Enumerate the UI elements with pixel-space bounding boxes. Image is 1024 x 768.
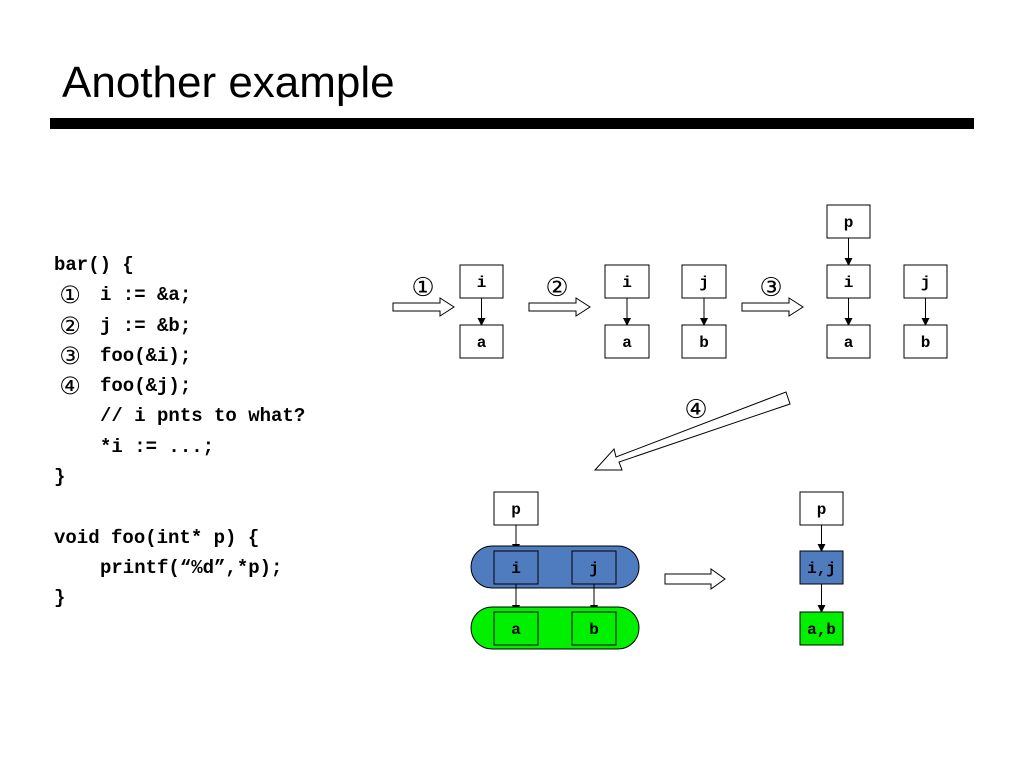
- node-label: p: [511, 501, 521, 519]
- code-text: bar() {: [54, 254, 134, 276]
- slide-title: Another example: [62, 58, 395, 107]
- node-label: a,b: [807, 621, 836, 639]
- code-line: ① i := &a;: [54, 280, 305, 310]
- node-label: b: [589, 621, 599, 639]
- node-label: i: [477, 274, 487, 292]
- node-i: [493, 550, 539, 585]
- node-a: [459, 324, 504, 359]
- code-text: i := &a;: [100, 284, 192, 307]
- node-j: [571, 550, 617, 585]
- node-label: i,j: [807, 560, 836, 578]
- title-rule: [50, 118, 974, 129]
- node-p: [826, 204, 871, 239]
- step-marker-4: ④: [684, 395, 707, 425]
- code-line: }: [54, 462, 305, 492]
- code-line: printf(“%d”,*p);: [54, 553, 305, 583]
- code-line: ② j := &b;: [54, 311, 305, 341]
- step-marker-3: ③: [759, 273, 782, 303]
- code-line: }: [54, 583, 305, 613]
- node-a: [826, 324, 871, 359]
- node-a-b-merged: [799, 611, 844, 646]
- step-marker-2: ②: [545, 273, 568, 303]
- transition-arrow-5: [664, 568, 726, 590]
- node-label: a: [477, 334, 487, 352]
- node-label: a: [622, 334, 632, 352]
- transition-arrow-3: [741, 297, 804, 317]
- code-line: void foo(int* p) {: [54, 523, 305, 553]
- step-marker: ④: [59, 372, 81, 401]
- node-b: [681, 324, 727, 359]
- node-j: [681, 264, 727, 299]
- code-text: *i := ...;: [100, 435, 215, 458]
- code-text: foo(&j);: [100, 375, 192, 398]
- node-label: b: [699, 334, 709, 352]
- node-j: [903, 264, 948, 299]
- code-line: // i pnts to what?: [54, 401, 305, 431]
- transition-arrow-4: [593, 391, 791, 471]
- node-a: [604, 324, 650, 359]
- node-label: i: [622, 274, 632, 292]
- node-label: p: [817, 501, 827, 519]
- node-label: j: [589, 560, 599, 578]
- code-line: *i := ...;: [54, 432, 305, 462]
- node-label: a: [844, 334, 854, 352]
- node-label: j: [921, 274, 931, 292]
- code-text: // i pnts to what?: [100, 405, 306, 428]
- code-text: printf(“%d”,*p);: [100, 556, 283, 579]
- step-marker: ①: [59, 281, 81, 310]
- code-text: }: [54, 587, 66, 610]
- node-p: [799, 491, 844, 526]
- code-text: foo(&i);: [100, 344, 192, 367]
- node-i: [604, 264, 650, 299]
- node-b: [903, 324, 948, 359]
- node-p: [493, 491, 539, 526]
- transition-arrow-2: [528, 297, 591, 317]
- code-text: void foo(int* p) {: [54, 526, 260, 549]
- transition-arrow-1: [392, 297, 455, 317]
- code-text: }: [54, 466, 66, 489]
- node-label: j: [699, 274, 709, 292]
- step-marker: ②: [59, 311, 81, 340]
- node-i: [459, 264, 504, 299]
- node-label: a: [511, 621, 521, 639]
- node-label: p: [844, 214, 854, 232]
- node-b: [571, 611, 617, 646]
- step-marker: ③: [59, 341, 81, 370]
- code-line: ③ foo(&i);: [54, 341, 305, 371]
- node-label: i: [511, 560, 521, 578]
- code-line: ④ foo(&j);: [54, 371, 305, 401]
- code-line: bar() {: [54, 250, 305, 280]
- code-text: j := &b;: [100, 314, 192, 337]
- node-i: [826, 264, 871, 299]
- step-marker-1: ①: [411, 273, 434, 303]
- node-label: i: [844, 274, 854, 292]
- node-label: b: [921, 334, 931, 352]
- node-a: [493, 611, 539, 646]
